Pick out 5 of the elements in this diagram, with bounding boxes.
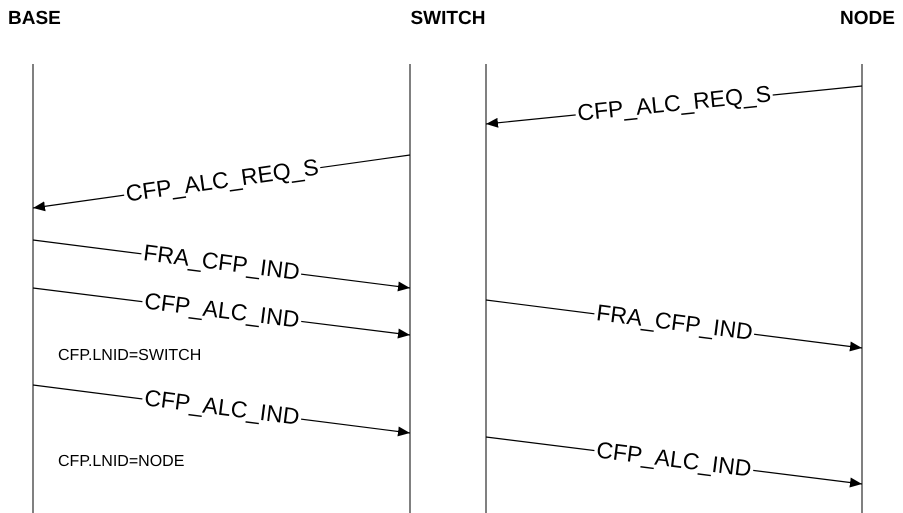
annotation-text: CFP.LNID=NODE <box>58 453 184 471</box>
lifeline-header: NODE <box>840 8 895 30</box>
annotation-text: CFP.LNID=SWITCH <box>58 347 202 365</box>
lifeline-header: BASE <box>8 8 61 30</box>
lifeline-header: SWITCH <box>410 8 486 30</box>
